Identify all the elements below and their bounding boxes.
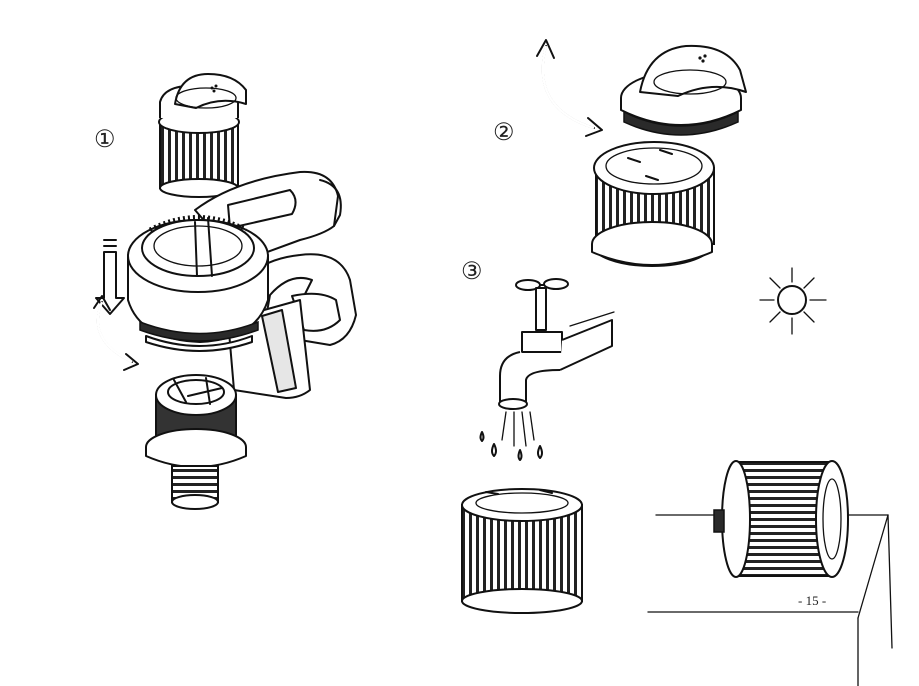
filter-lid bbox=[620, 44, 747, 136]
hepa-filter-top bbox=[158, 73, 247, 198]
filter-separation-illustration bbox=[536, 39, 747, 267]
sun-icon bbox=[759, 267, 827, 335]
page-number: - 15 - bbox=[798, 593, 827, 608]
water-tap-icon bbox=[498, 278, 615, 410]
filter-drying-illustration bbox=[647, 460, 893, 686]
insert-arrow-icon bbox=[95, 239, 125, 315]
wet-filter bbox=[461, 488, 583, 614]
filter-washing-illustration bbox=[461, 278, 615, 614]
rotate-arrow-icon bbox=[93, 295, 139, 371]
drying-filter bbox=[713, 460, 849, 578]
step-3-label: ③ bbox=[461, 259, 483, 285]
water-drops-icon bbox=[479, 411, 543, 461]
separate-arrow-icon bbox=[536, 39, 603, 137]
cyclone-filter-bottom bbox=[145, 374, 247, 510]
hepa-filter bbox=[591, 141, 715, 267]
step-1-label: ① bbox=[94, 127, 116, 153]
vacuum-disassembly-illustration bbox=[93, 73, 357, 510]
vacuum-main-body bbox=[127, 170, 357, 399]
step-2-label: ② bbox=[493, 120, 515, 146]
